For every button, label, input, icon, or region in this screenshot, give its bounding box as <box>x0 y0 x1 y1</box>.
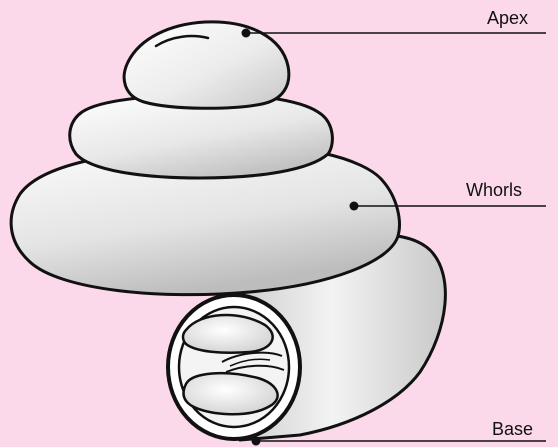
whorls-label: Whorls <box>466 180 522 200</box>
whorl-top <box>124 22 289 108</box>
aperture-upper-chamber <box>183 315 273 353</box>
base-label: Base <box>492 419 533 439</box>
aperture-lower-chamber <box>184 373 278 414</box>
apex-label: Apex <box>487 8 528 28</box>
